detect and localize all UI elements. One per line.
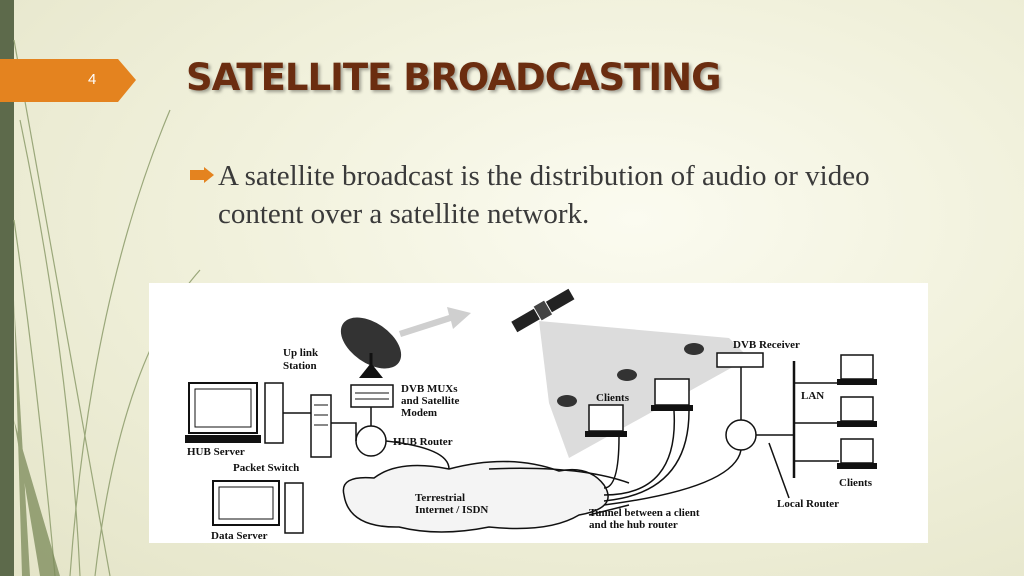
terrestrial-label-1: Terrestrial — [415, 492, 465, 504]
client-computer-icon — [585, 378, 693, 437]
clients-mid-label: Clients — [596, 392, 630, 404]
connection-lines — [283, 367, 794, 516]
uplink-arrow — [399, 307, 471, 337]
packet-switch-icon — [310, 394, 332, 458]
clients-right-label: Clients — [839, 477, 873, 489]
local-router-label: Local Router — [777, 498, 839, 510]
satellite-network-diagram: Up link Station DVB MUXs and Satellite M… — [149, 283, 928, 543]
dvb-mux-box — [350, 384, 394, 408]
terrestrial-label-2: Internet / ISDN — [415, 504, 488, 516]
decorative-lines — [13, 39, 201, 576]
arrow-bullet-icon — [190, 167, 214, 183]
small-dish-icons — [557, 343, 704, 407]
dvb-receiver-box — [716, 352, 764, 368]
hub-server-label: HUB Server — [187, 446, 245, 458]
dvb-mux-label-3: Modem — [401, 407, 437, 419]
hub-server-icon — [185, 382, 284, 444]
uplink-dish-icon — [340, 317, 402, 378]
left-sidebar-bar — [0, 0, 14, 576]
dvb-mux-label-1: DVB MUXs — [401, 383, 458, 395]
satellite-icon — [511, 288, 575, 333]
local-router-icon — [725, 419, 757, 451]
page-number-tab — [0, 59, 136, 102]
tunnel-label-1: Tunnel between a client — [589, 507, 700, 519]
bullet-text: A satellite broadcast is the distributio… — [218, 160, 870, 230]
page-number: 4 — [88, 71, 97, 88]
lan-label: LAN — [801, 390, 824, 402]
slide-title: SATELLITE BROADCASTING — [186, 56, 722, 99]
dvb-receiver-label: DVB Receiver — [733, 339, 800, 351]
dvb-mux-label-2: and Satellite — [401, 395, 459, 407]
lan-client-icons — [837, 354, 877, 469]
data-server-icon — [212, 480, 304, 534]
packet-switch-label: Packet Switch — [233, 462, 299, 474]
signal-beam — [539, 321, 749, 458]
uplink-label-1: Up link — [283, 347, 319, 359]
hub-router-icon — [355, 425, 387, 457]
uplink-label-2: Station — [283, 360, 317, 372]
hub-router-label: HUB Router — [393, 436, 453, 448]
internet-cloud — [342, 460, 609, 533]
tunnel-label-2: and the hub router — [589, 519, 678, 531]
data-server-label: Data Server — [211, 530, 268, 542]
